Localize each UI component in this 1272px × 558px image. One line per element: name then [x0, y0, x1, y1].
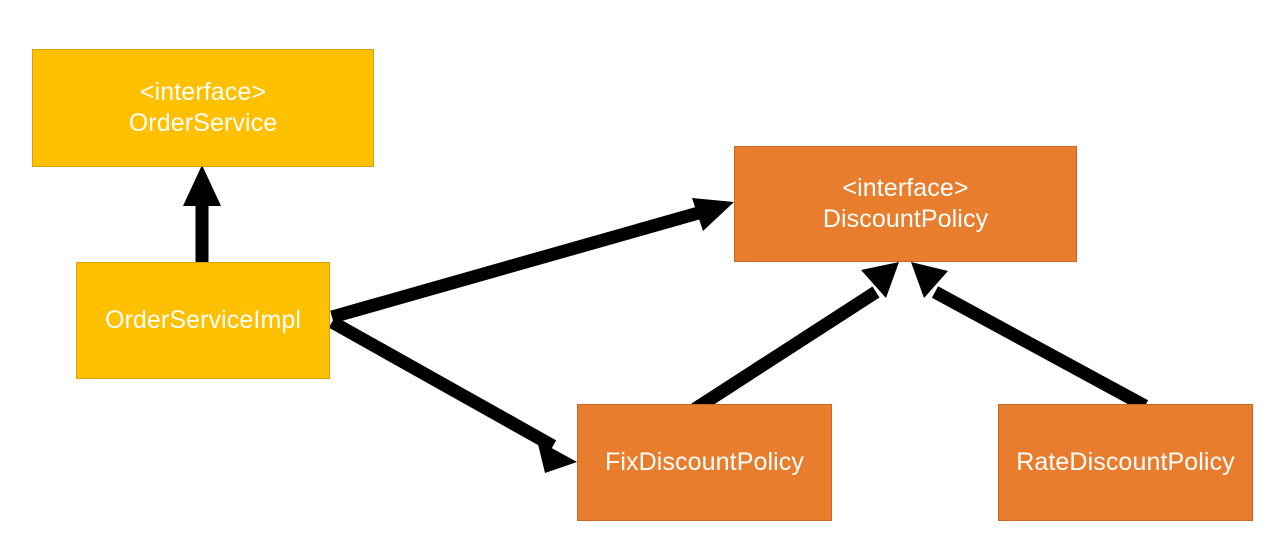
edge-impl-to-order-service	[183, 165, 221, 262]
node-stereotype: <interface>	[842, 173, 969, 202]
edge-line	[330, 203, 711, 324]
node-name: DiscountPolicy	[822, 205, 989, 233]
node-order-service-impl[interactable]: OrderServiceImpl	[76, 262, 330, 379]
node-stereotype: <interface>	[139, 77, 267, 106]
edge-fix-to-discount-policy	[691, 262, 899, 415]
edge-impl-to-discount-policy	[330, 198, 734, 324]
edge-line	[328, 316, 557, 452]
node-discount-policy[interactable]: <interface> DiscountPolicy	[734, 146, 1077, 262]
node-name: OrderService	[128, 109, 278, 137]
edge-line	[691, 286, 880, 415]
node-name: RateDiscountPolicy	[1016, 447, 1235, 476]
node-name: FixDiscountPolicy	[605, 447, 804, 476]
arrowhead-icon	[537, 440, 577, 473]
edge-rate-to-discount-policy	[911, 262, 1149, 412]
node-rate-discount-policy[interactable]: RateDiscountPolicy	[998, 404, 1253, 521]
arrowhead-icon	[861, 262, 899, 298]
node-order-service[interactable]: <interface> OrderService	[32, 49, 374, 167]
node-fix-discount-policy[interactable]: FixDiscountPolicy	[577, 404, 832, 521]
arrowhead-icon	[183, 165, 221, 206]
edge-line	[931, 286, 1149, 412]
arrowhead-icon	[911, 262, 948, 298]
edge-impl-to-fix-discount	[328, 316, 577, 473]
arrowhead-icon	[692, 198, 734, 231]
node-name: OrderServiceImpl	[104, 305, 302, 334]
